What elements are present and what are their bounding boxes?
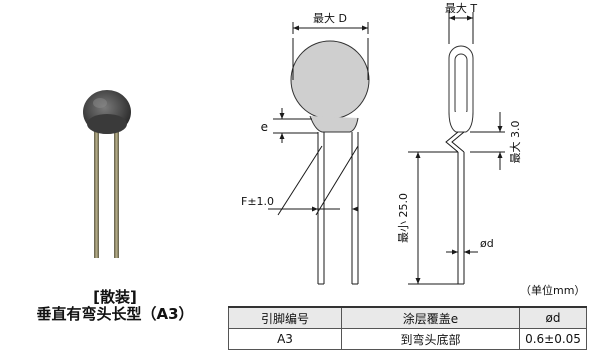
product-photo <box>83 90 131 258</box>
max-3-label: 最大 3.0 <box>508 121 522 164</box>
max-t-label: 最大 T <box>445 1 477 15</box>
front-view-neck <box>309 115 359 133</box>
e-label: e <box>261 120 268 134</box>
max-d-label: 最大 D <box>313 11 347 25</box>
spec-table: 引脚编号 涂层覆盖e ød A3 到弯头底部 0.6±0.05 <box>228 306 587 350</box>
min-25-label: 最小 25.0 <box>397 193 410 243</box>
f-label: F±1.0 <box>241 195 274 208</box>
caption-title: [散装] <box>93 288 137 306</box>
cell-coating: 到弯头底部 <box>341 328 520 350</box>
varistor-photo <box>83 90 131 258</box>
table-header-row: 引脚编号 涂层覆盖e ød <box>228 306 587 329</box>
header-od: ød <box>519 306 587 329</box>
unit-note: （单位mm） <box>520 284 586 297</box>
front-view-body <box>290 40 370 120</box>
cell-od: 0.6±0.05 <box>519 328 587 350</box>
side-lead-bend <box>445 131 465 153</box>
od-label: ød <box>480 237 494 250</box>
cell-lead-no: A3 <box>228 328 342 350</box>
caption-subtitle: 垂直有弯头长型（A3） <box>36 305 194 323</box>
table-row: A3 到弯头底部 0.6±0.05 <box>228 328 587 350</box>
header-lead-no: 引脚编号 <box>228 306 342 329</box>
header-coating: 涂层覆盖e <box>341 306 520 329</box>
